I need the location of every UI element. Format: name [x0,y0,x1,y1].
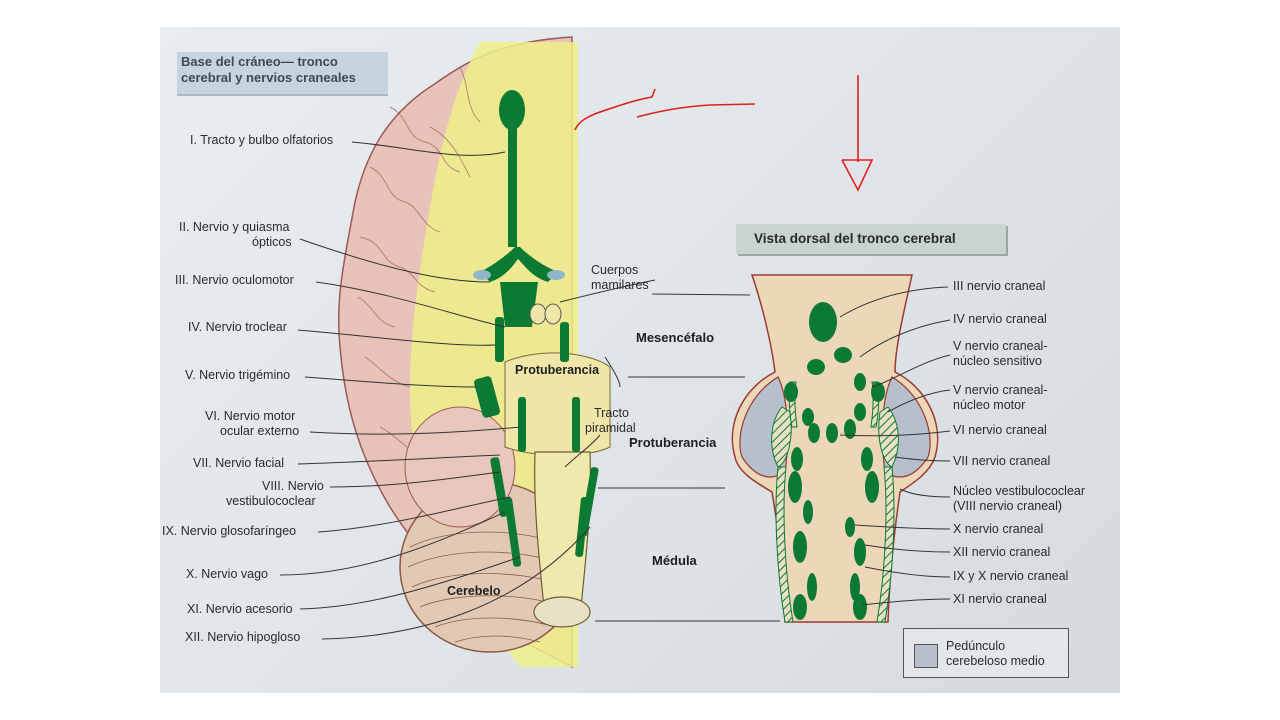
temporal-lobe [404,406,516,528]
label-r-v-motor-1: V nervio craneal- [953,383,1048,397]
label-mamilares: mamilares [591,278,649,292]
diagram-title-line1: Base del cráneo— tronco [181,54,338,69]
anatomy-illustration [279,36,951,669]
cranial-nerve-nuclei [784,302,885,620]
label-optic-1: II. Nervio y quiasma [179,220,290,234]
label-olfactory: I. Tracto y bulbo olfatorios [190,133,334,147]
region-mesencefalo: Mesencéfalo [636,330,715,345]
label-optic-2: ópticos [252,235,292,249]
label-r-vii: VII nervio craneal [953,454,1051,468]
label-oculomotor: III. Nervio oculomotor [175,273,294,287]
left-leader-lines [279,141,656,640]
label-motor-ocular-1: VI. Nervio motor [205,409,296,423]
label-troclear: IV. Nervio troclear [188,320,287,334]
spinal-cord-section [533,596,591,628]
label-trigemino: V. Nervio trigémino [185,368,291,382]
optic-tracts [500,282,538,327]
label-r-v-motor-2: núcleo motor [953,398,1026,412]
label-piramidal: piramidal [585,421,636,435]
label-r-v-sens-2: núcleo sensitivo [953,354,1042,368]
legend-line2: cerebeloso medio [946,654,1045,668]
legend-box: Pedúnculo cerebeloso medio [903,628,1069,678]
label-cuerpos: Cuerpos [591,263,639,277]
label-protuberancia-inner: Protuberancia [515,363,600,377]
dorsal-view-title: Vista dorsal del tronco cerebral [736,224,1006,254]
label-vestibulo-1: VIII. Nervio [262,479,324,493]
label-acesorio: XI. Nervio acesorio [187,602,293,616]
label-cerebelo: Cerebelo [447,584,501,598]
textbook-photo: Base del cráneo— tronco cerebral y nervi… [160,27,1120,693]
label-vago: X. Nervio vago [186,567,268,581]
red-pen-marks [574,75,874,192]
label-r-xii: XII nervio craneal [953,545,1051,559]
olfactory-tract [508,127,517,247]
cranial-nerve-stubs [474,317,599,567]
label-motor-ocular-2: ocular externo [220,424,300,438]
label-r-vi: VI nervio craneal [953,423,1047,437]
label-r-v-sens-1: V nervio craneal- [953,339,1048,353]
optic-chiasm [480,247,558,282]
label-vestibulo-2: vestibulococlear [226,494,316,508]
olfactory-bulb [499,90,525,130]
label-r-iii: III nervio craneal [953,279,1046,293]
diagram-title-line2: cerebral y nervios craneales [181,70,356,85]
label-facial: VII. Nervio facial [193,456,285,470]
label-r-viii-1: Núcleo vestibulococlear [953,484,1086,498]
pons [504,352,611,456]
legend-line1: Pedúnculo [946,639,1006,653]
legend-text: Pedúnculo cerebeloso medio [946,639,1045,669]
diagram-title-box: Base del cráneo— tronco cerebral y nervi… [177,52,388,96]
label-tracto: Tracto [594,406,629,420]
label-r-iv: IV nervio craneal [953,312,1047,326]
region-protuberancia: Protuberancia [629,435,717,450]
right-leader-lines [839,286,951,606]
label-r-viii-2: (VIII nervio craneal) [953,499,1063,513]
label-r-x: X nervio craneal [953,522,1044,536]
label-r-xi: XI nervio craneal [953,592,1047,606]
label-glosofaringeo: IX. Nervio glosofaríngeo [162,524,297,538]
label-hipogloso: XII. Nervio hipogloso [185,630,301,644]
label-r-ix-x: IX y X nervio craneal [953,569,1069,583]
region-lines [595,293,780,622]
region-medula: Médula [652,553,697,568]
legend-swatch-peduncle [914,644,938,668]
dorsal-brainstem-drawing [731,274,939,623]
